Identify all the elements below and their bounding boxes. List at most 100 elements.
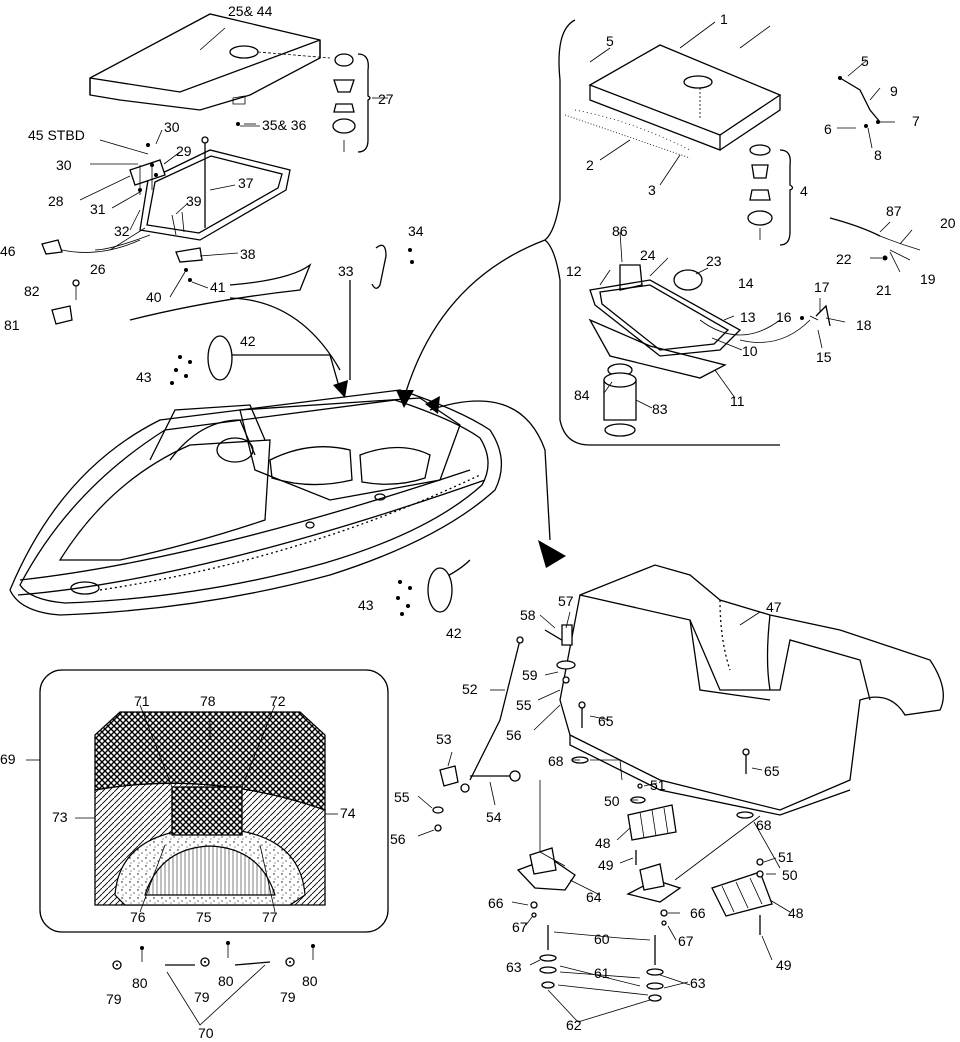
storage-lid-1 (564, 44, 782, 159)
bracket-27 (357, 53, 371, 153)
label-35-36: 35& 36 (262, 117, 307, 133)
label-52: 52 (462, 681, 478, 697)
label-51-a: 51 (650, 777, 666, 793)
label-61: 61 (594, 965, 610, 981)
arrow-tray-to-hull (404, 239, 546, 396)
label-15: 15 (816, 349, 832, 365)
vent-cover-42-lower (427, 567, 453, 613)
label-57: 57 (558, 593, 574, 609)
label-84: 84 (574, 387, 590, 403)
label-43-a: 43 (136, 369, 152, 385)
label-65-a: 65 (598, 713, 614, 729)
lid-cushion-front-edge (89, 39, 321, 93)
label-63-b: 63 (690, 975, 706, 991)
label-73: 73 (52, 809, 68, 825)
label-87: 87 (886, 203, 902, 219)
label-68-a: 68 (548, 753, 564, 769)
label-66-a: 66 (488, 895, 504, 911)
label-5-b: 5 (861, 53, 869, 69)
label-39: 39 (186, 193, 202, 209)
fasteners-top-left (138, 122, 414, 282)
label-5-a: 5 (606, 33, 614, 49)
inset-frame (39, 669, 389, 933)
lid-cushion-group (89, 13, 371, 153)
label-26: 26 (90, 261, 106, 277)
windshield-frame-group (41, 136, 291, 325)
label-31: 31 (90, 201, 106, 217)
label-66-b: 66 (690, 905, 706, 921)
latch-46 (41, 239, 63, 255)
latch-assembly-5-9 (838, 76, 881, 128)
driver-seat (269, 446, 353, 486)
label-43-b: 43 (358, 597, 374, 613)
label-20: 20 (940, 215, 956, 231)
label-67-a: 67 (512, 919, 528, 935)
label-38: 38 (240, 246, 256, 262)
cable-87 (800, 217, 921, 327)
bracket-group-top-right (543, 19, 780, 446)
part-labels: 1 2 3 4 5 5 6 7 8 9 10 11 12 13 14 15 16… (0, 3, 956, 1041)
label-67-b: 67 (678, 933, 694, 949)
label-47: 47 (766, 599, 782, 615)
boat-hull (9, 389, 503, 616)
label-30-b: 30 (56, 157, 72, 173)
label-46: 46 (0, 243, 16, 259)
label-25-44: 25& 44 (228, 3, 273, 19)
label-11: 11 (730, 393, 745, 409)
label-63-a: 63 (506, 959, 522, 975)
label-42-b: 42 (446, 625, 462, 641)
label-54: 54 (486, 809, 502, 825)
label-58: 58 (520, 607, 536, 623)
label-48-a: 48 (595, 835, 611, 851)
label-27: 27 (378, 91, 394, 107)
grab-handle-33 (371, 244, 387, 289)
label-48-b: 48 (788, 905, 804, 921)
gas-strut-52 (432, 624, 576, 832)
label-8: 8 (874, 147, 882, 163)
label-69: 69 (0, 751, 16, 767)
hinge-48-right (711, 871, 773, 917)
label-41: 41 (210, 279, 226, 295)
label-79-a: 79 (106, 991, 122, 1007)
label-72: 72 (270, 693, 286, 709)
label-60: 60 (594, 931, 610, 947)
label-3: 3 (648, 182, 656, 198)
label-80-b: 80 (218, 973, 234, 989)
bracket-38 (175, 247, 203, 263)
label-7: 7 (912, 113, 920, 129)
cup-holder-ring (332, 118, 356, 134)
label-71: 71 (134, 693, 150, 709)
rear-seat-47 (559, 564, 944, 816)
label-83: 83 (652, 401, 668, 417)
label-82: 82 (24, 283, 40, 299)
label-51-b: 51 (778, 849, 794, 865)
label-79-c: 79 (280, 989, 296, 1005)
seat-back-71-72 (171, 786, 243, 836)
label-24: 24 (640, 247, 656, 263)
label-22: 22 (836, 251, 852, 267)
drink-holder-83-84 (603, 363, 637, 437)
label-14: 14 (738, 275, 754, 291)
label-40: 40 (146, 289, 162, 305)
fasteners-79-80 (112, 941, 315, 1026)
label-4: 4 (800, 183, 808, 199)
hinge-28 (129, 159, 166, 186)
label-64: 64 (586, 889, 602, 905)
label-59: 59 (522, 667, 538, 683)
label-74: 74 (340, 805, 356, 821)
arrow-42-to-hull (230, 354, 341, 391)
label-62: 62 (566, 1017, 582, 1033)
label-32: 32 (114, 223, 130, 239)
tray-10 (588, 264, 811, 379)
label-56-b: 56 (390, 831, 406, 847)
latch-81 (51, 305, 73, 325)
label-33: 33 (338, 263, 354, 279)
label-50-b: 50 (782, 867, 798, 883)
hull-outline (9, 389, 503, 616)
label-70: 70 (198, 1025, 214, 1041)
label-45-stbd: 45 STBD (28, 127, 85, 143)
leader-lines (26, 21, 913, 1023)
label-2: 2 (586, 157, 594, 173)
label-53: 53 (436, 731, 452, 747)
